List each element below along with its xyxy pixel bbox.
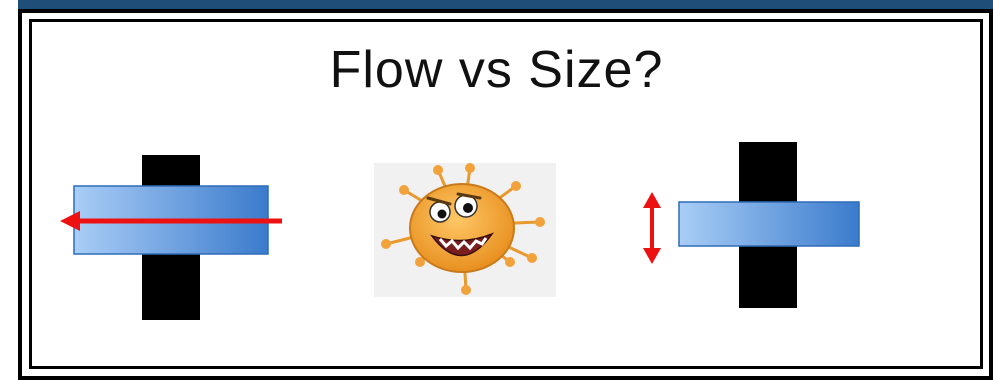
- left-strip: [0, 0, 18, 380]
- germ-icon: [374, 163, 556, 297]
- right-bar: [678, 201, 860, 247]
- left-block-bottom: [142, 250, 200, 320]
- size-diagram: [643, 142, 860, 308]
- top-band: [0, 0, 993, 9]
- flow-arrow-icon: [60, 211, 282, 231]
- slide-title: Flow vs Size?: [329, 41, 664, 99]
- flow-diagram: [60, 155, 282, 320]
- size-double-arrow-icon: [643, 192, 661, 264]
